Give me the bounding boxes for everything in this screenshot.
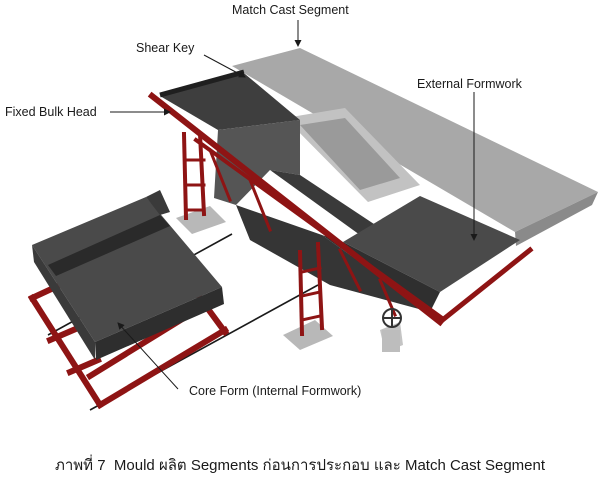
figure-caption: ภาพที่ 7 Mould ผลิต Segments ก่อนการประก… [0, 453, 600, 477]
caption-text: Mould ผลิต Segments ก่อนการประกอบ และ Ma… [114, 457, 545, 474]
caption-figure-number: ภาพที่ 7 [55, 457, 106, 474]
label-fixed-bulk-head: Fixed Bulk Head [5, 105, 97, 119]
label-external-formwork: External Formwork [417, 77, 522, 91]
adjusting-wheel [383, 309, 401, 327]
label-core-form: Core Form (Internal Formwork) [189, 384, 361, 398]
label-shear-key: Shear Key [136, 41, 194, 55]
label-match-cast-segment: Match Cast Segment [232, 3, 349, 17]
